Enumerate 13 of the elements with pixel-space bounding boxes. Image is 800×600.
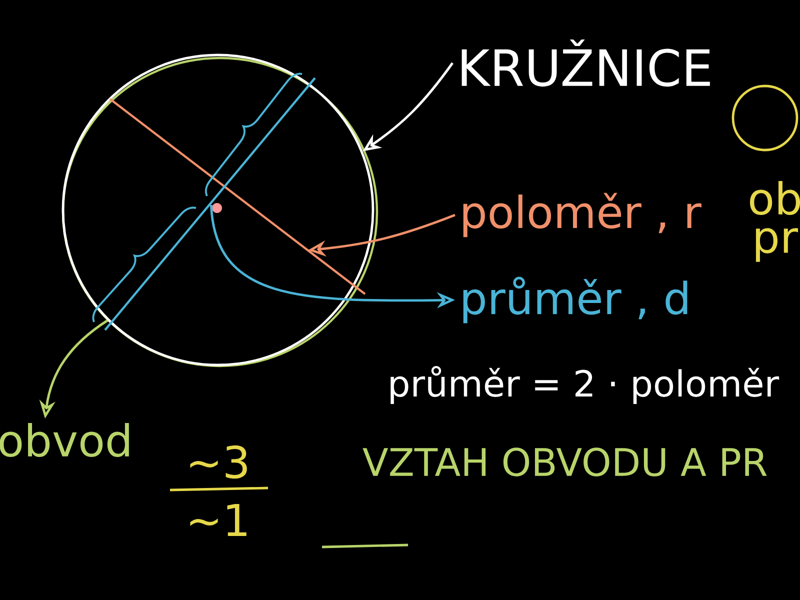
- label-text: obvod: [0, 422, 129, 458]
- title-text: KRUŽNICE: [462, 39, 710, 87]
- label-text: průměr = 2 · poloměr: [390, 366, 780, 404]
- label-text: poloměr , r: [463, 192, 702, 238]
- line-segment: [109, 98, 366, 295]
- circle: [732, 84, 798, 152]
- line-segment: [104, 77, 316, 331]
- fraction-term: ∼3: [190, 445, 247, 479]
- label-text: průměr , d: [463, 276, 688, 324]
- label-text: pr: [756, 228, 798, 262]
- label-text: VZTAH OBVODU A PR: [362, 448, 767, 476]
- fraction-term: ∼1: [190, 504, 246, 536]
- label-text: ob: [750, 180, 800, 216]
